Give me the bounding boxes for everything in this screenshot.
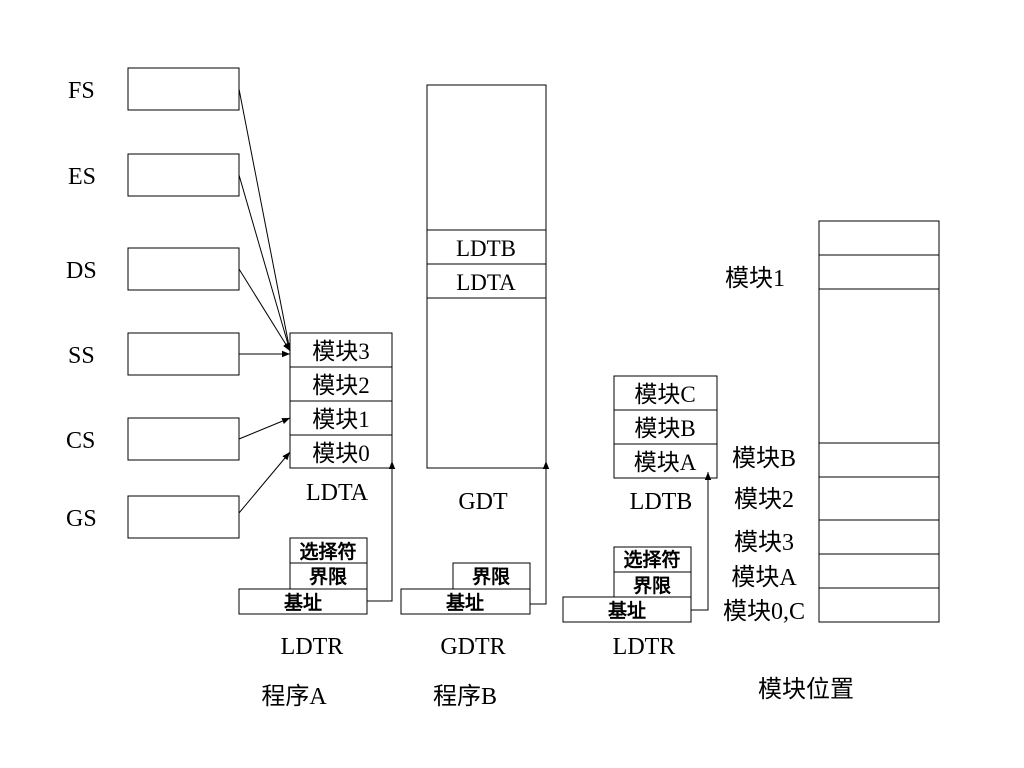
ldtr-a-field: 选择符 [299, 540, 356, 563]
ldtr-b-field: 选择符 [623, 548, 680, 571]
ldta-cell: 模块1 [312, 407, 370, 432]
arrow-es [238, 174, 291, 352]
ldta-cell: 模块2 [312, 373, 370, 398]
memory-label: 模块0,C [723, 598, 805, 625]
segment-registers: FS ES DS SS CS GS [66, 67, 240, 539]
gdt-entry: LDTA [456, 270, 516, 295]
memory-label: 模块1 [725, 265, 785, 292]
memory-label: 模块A [731, 564, 797, 591]
memory-label: 模块3 [734, 529, 794, 556]
ldta-cell: 模块0 [312, 441, 370, 466]
ldtr-b-field: 界限 [633, 575, 671, 597]
register-label-es: ES [68, 164, 96, 190]
gdt-label: GDT [458, 489, 508, 515]
program-b-label: 程序B [433, 683, 497, 710]
register-box-ss [127, 332, 240, 376]
ldta-cell: 模块3 [312, 339, 370, 364]
memory-label: 模块2 [734, 486, 794, 513]
ldtr-a-arrow [367, 461, 396, 602]
register-box-ds [127, 247, 240, 291]
arrow-ds [238, 268, 291, 352]
ldtr-b-field: 基址 [607, 599, 646, 622]
gdtr-label: GDTR [440, 634, 505, 660]
register-box-fs [127, 67, 240, 111]
register-label-gs: GS [66, 506, 97, 532]
arrow-gs [238, 451, 291, 514]
ldtb-cell: 模块A [634, 450, 697, 475]
register-box-gs [127, 495, 240, 539]
program-a-label: 程序A [261, 683, 327, 710]
arrow-cs [238, 417, 291, 440]
gdtr-arrow [530, 461, 550, 605]
ldtr-a-field: 基址 [283, 591, 322, 614]
register-box-cs [127, 417, 240, 461]
memory-title: 模块位置 [758, 676, 854, 703]
ldtb-cell: 模块B [634, 416, 695, 441]
register-label-cs: CS [66, 428, 95, 454]
gdtr-field: 界限 [472, 566, 510, 588]
ldtr-b-arrow [691, 472, 712, 611]
ldtr-a-field: 界限 [309, 566, 347, 588]
gdtr-field: 基址 [445, 591, 484, 614]
register-box-es [127, 153, 240, 197]
register-label-ds: DS [66, 258, 97, 284]
ldta-table: 模块3 模块2 模块1 模块0 LDTA [289, 332, 393, 506]
ldtr-b-label: LDTR [613, 634, 676, 660]
gdtr-register: 界限 基址 [400, 461, 550, 615]
ldtb-cell: 模块C [634, 382, 695, 407]
register-label-fs: FS [68, 78, 95, 104]
ldtr-b-register: 选择符 界限 基址 [562, 472, 712, 623]
ldtr-a-register: 选择符 界限 基址 [238, 461, 396, 615]
arrow-fs [238, 88, 292, 352]
gdt-entry: LDTB [456, 236, 516, 261]
register-label-ss: SS [68, 343, 95, 369]
ldta-label: LDTA [306, 480, 369, 506]
memory-label: 模块B [732, 445, 796, 472]
register-arrows [238, 88, 292, 514]
ldtr-a-label: LDTR [281, 634, 344, 660]
ldtb-label: LDTB [630, 489, 693, 515]
memory-layout: 模块1 模块B 模块2 模块3 模块A 模块0,C 模块位置 [723, 220, 940, 703]
gdt-table: LDTB LDTA GDT [426, 84, 547, 515]
ldtb-table: 模块C 模块B 模块A LDTB [613, 375, 718, 515]
